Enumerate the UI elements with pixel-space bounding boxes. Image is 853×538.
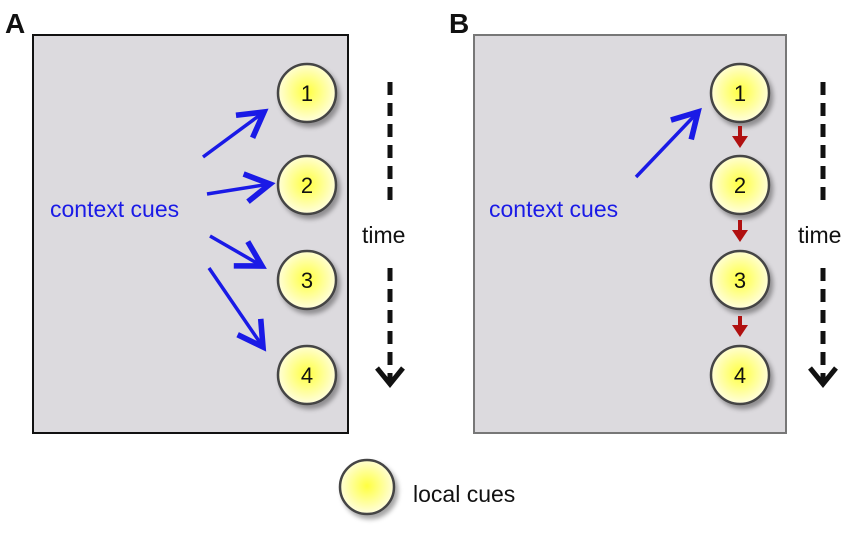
local-cue-node	[709, 344, 771, 406]
node-label: 4	[734, 363, 746, 388]
chain-arrow-2-3	[732, 220, 748, 242]
node-label: 1	[734, 81, 746, 106]
panel-a-node-1: 1	[276, 62, 338, 124]
local-cue-node	[709, 62, 771, 124]
node-label: 2	[734, 173, 746, 198]
panel-a-context-arrows	[201, 108, 276, 352]
panel-a-time-label: time	[362, 222, 405, 248]
local-cue-node	[276, 344, 338, 406]
time-arrowhead	[375, 366, 405, 388]
local-cue-node	[709, 249, 771, 311]
local-cue-node	[709, 154, 771, 216]
panel-b-context-label: context cues	[489, 196, 618, 222]
legend-label: local cues	[413, 481, 515, 507]
node-label: 4	[301, 363, 313, 388]
context-arrow-a-4	[207, 267, 267, 352]
panel-a-letter: A	[5, 8, 25, 39]
local-cue-node	[276, 249, 338, 311]
panel-b-node-2: 2	[709, 154, 771, 216]
node-label: 2	[301, 173, 313, 198]
panel-b-node-3: 3	[709, 249, 771, 311]
context-arrow-a-2	[206, 171, 276, 204]
panel-b-chain-arrows	[732, 126, 748, 337]
node-label: 1	[301, 81, 313, 106]
legend-local-cue-icon	[338, 458, 396, 516]
time-arrowhead	[808, 366, 838, 388]
panel-b-letter: B	[449, 8, 469, 39]
panel-a-context-label: context cues	[50, 196, 179, 222]
panel-b-node-4: 4	[709, 344, 771, 406]
panel-a-node-2: 2	[276, 154, 338, 216]
panel-b-time-label: time	[798, 222, 841, 248]
chain-arrow-3-4	[732, 316, 748, 337]
panel-a: A context cues 1 2 3 4	[5, 8, 405, 434]
legend: local cues	[338, 458, 515, 516]
node-label: 3	[734, 268, 746, 293]
context-arrow-a-3	[209, 234, 267, 269]
local-cue-node	[276, 62, 338, 124]
panel-a-node-3: 3	[276, 249, 338, 311]
node-label: 3	[301, 268, 313, 293]
context-arrow-a-1	[201, 108, 269, 159]
chain-arrow-1-2	[732, 126, 748, 148]
panel-a-time-arrow	[375, 82, 405, 388]
panel-a-node-4: 4	[276, 344, 338, 406]
context-arrow-b-1	[634, 107, 702, 179]
local-cue-node	[276, 154, 338, 216]
panel-b-node-1: 1	[709, 62, 771, 124]
panel-b: B context cues 1 2 3 4	[449, 8, 841, 434]
panel-b-time-arrow	[808, 82, 838, 388]
